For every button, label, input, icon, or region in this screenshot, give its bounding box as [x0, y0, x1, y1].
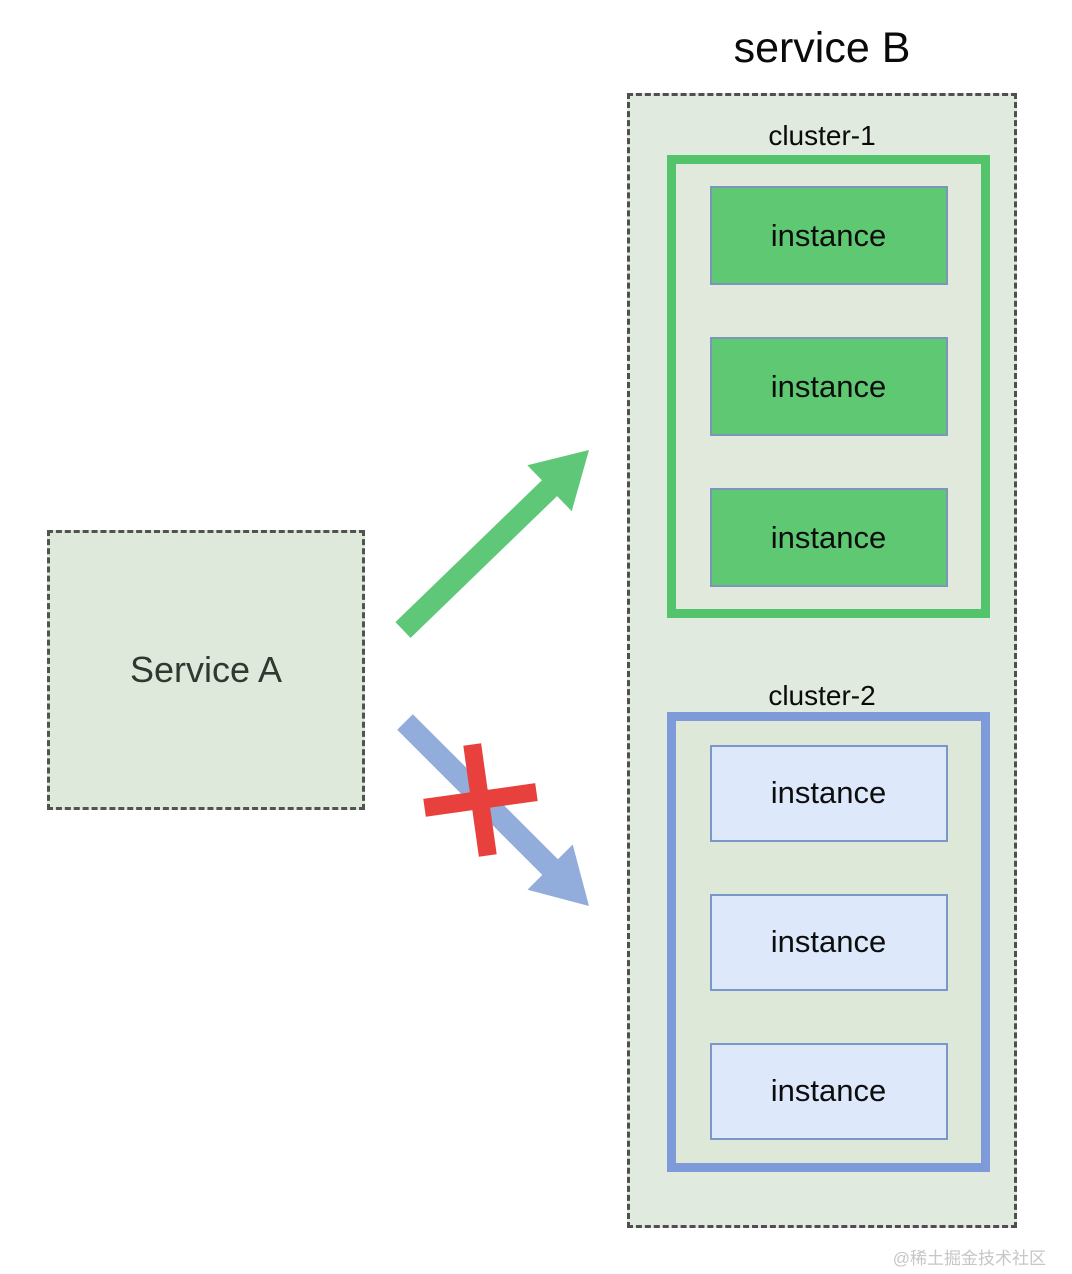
cluster-1-box: instance instance instance	[667, 155, 990, 618]
cluster-1-instance-1: instance	[709, 186, 948, 285]
cluster-1-label: cluster-1	[768, 120, 876, 151]
blocked-cross-icon	[423, 743, 538, 857]
cluster-2-instance-3: instance	[709, 1042, 948, 1140]
cluster-2-instance-2: instance	[709, 893, 948, 991]
cluster-2-box: instance instance instance	[667, 712, 990, 1172]
cluster-2-label: cluster-2	[768, 680, 876, 711]
cluster-2-instance-1: instance	[709, 744, 948, 842]
arrow-to-cluster-2-icon	[397, 714, 589, 906]
service-b-title: service B	[733, 24, 911, 72]
cluster-1-instance-3: instance	[709, 488, 948, 587]
cluster-1-instance-2: instance	[709, 337, 948, 436]
service-a-label: Service A	[129, 649, 283, 690]
service-a-box: Service A	[47, 530, 365, 810]
arrow-to-cluster-1-icon	[395, 450, 589, 638]
watermark: @稀土掘金技术社区	[892, 1249, 1046, 1268]
service-b-container: cluster-1 instance instance instance clu…	[627, 93, 1017, 1228]
